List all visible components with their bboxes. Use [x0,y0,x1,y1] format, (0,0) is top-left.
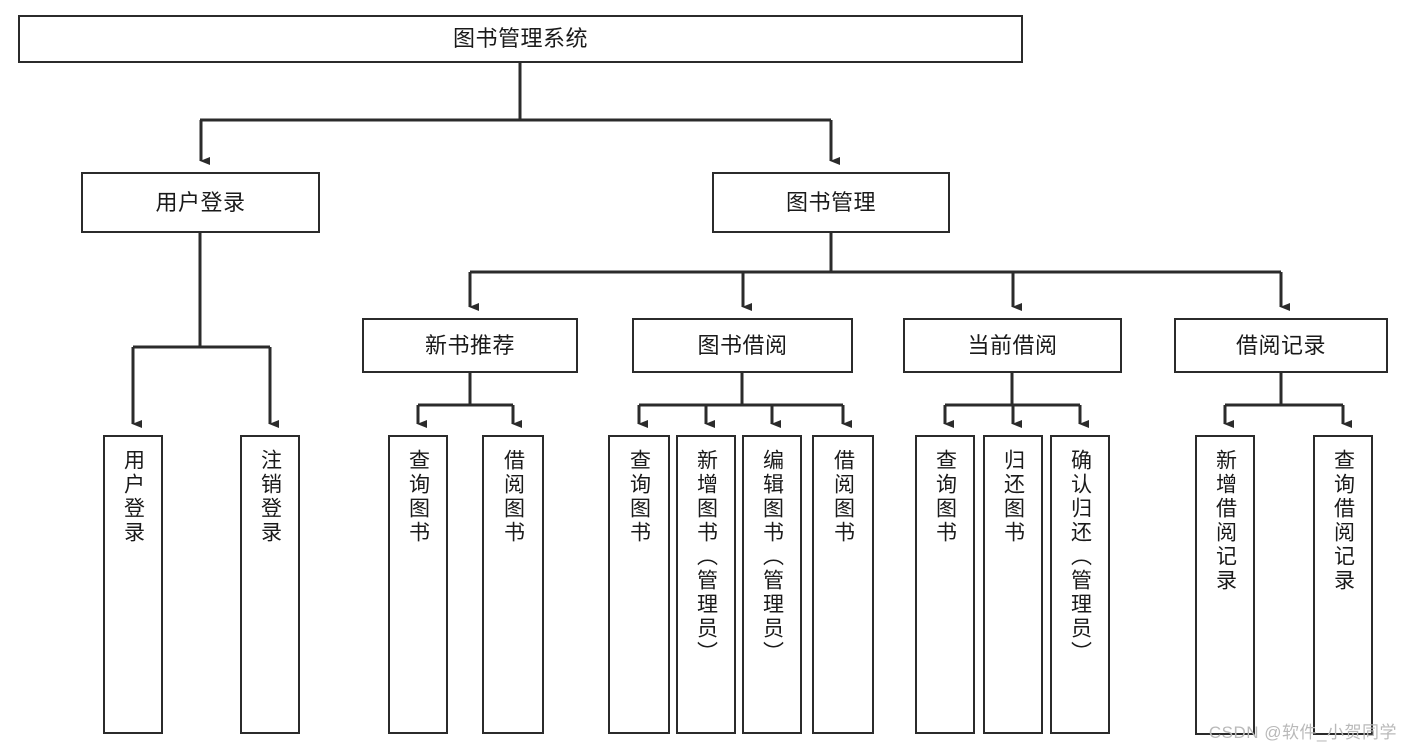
node-label: 查询图书 [627,449,651,545]
node-label: 归还图书 [1001,449,1025,545]
node-label: 图书管理 [785,189,876,215]
node-label: 图书管理系统 [452,26,588,52]
node-login[interactable]: 用户登录 [81,172,320,233]
node-label: 图书借阅 [697,332,788,358]
node-leaf-rec-query[interactable]: 查询借阅记录 [1313,435,1373,735]
node-leaf-borrow-query[interactable]: 查询图书 [608,435,670,734]
node-label: 注销登录 [258,449,282,545]
node-label: 借阅图书 [831,449,855,545]
node-label: 新增图书（管理员） [694,449,718,665]
csdn-watermark: CSDN @软件_小贺同学 [1208,723,1397,742]
node-bookmgmt[interactable]: 图书管理 [712,172,950,233]
node-label: 用户登录 [121,449,145,545]
node-leaf-new-query[interactable]: 查询图书 [388,435,448,734]
node-label: 确认归还（管理员） [1068,449,1092,665]
node-label: 查询图书 [406,449,430,545]
node-current[interactable]: 当前借阅 [903,318,1122,373]
node-root[interactable]: 图书管理系统 [18,15,1023,63]
node-label: 用户登录 [155,189,246,215]
node-newbook[interactable]: 新书推荐 [362,318,578,373]
node-label: 借阅记录 [1235,332,1326,358]
node-label: 查询图书 [933,449,957,545]
node-leaf-borrow-add[interactable]: 新增图书（管理员） [676,435,736,734]
node-leaf-borrow-edit[interactable]: 编辑图书（管理员） [742,435,802,734]
node-leaf-user-login[interactable]: 用户登录 [103,435,163,734]
node-leaf-cur-return[interactable]: 归还图书 [983,435,1043,734]
node-label: 当前借阅 [967,332,1058,358]
node-label: 新书推荐 [424,332,515,358]
node-leaf-rec-add[interactable]: 新增借阅记录 [1195,435,1255,735]
node-label: 新增借阅记录 [1213,449,1237,593]
node-leaf-user-logout[interactable]: 注销登录 [240,435,300,734]
node-leaf-borrow-do[interactable]: 借阅图书 [812,435,874,734]
node-label: 借阅图书 [501,449,525,545]
node-leaf-cur-confirm[interactable]: 确认归还（管理员） [1050,435,1110,734]
node-leaf-new-borrow[interactable]: 借阅图书 [482,435,544,734]
node-records[interactable]: 借阅记录 [1174,318,1388,373]
node-label: 查询借阅记录 [1331,449,1355,593]
node-label: 编辑图书（管理员） [760,449,784,665]
node-leaf-cur-query[interactable]: 查询图书 [915,435,975,734]
node-borrow[interactable]: 图书借阅 [632,318,853,373]
